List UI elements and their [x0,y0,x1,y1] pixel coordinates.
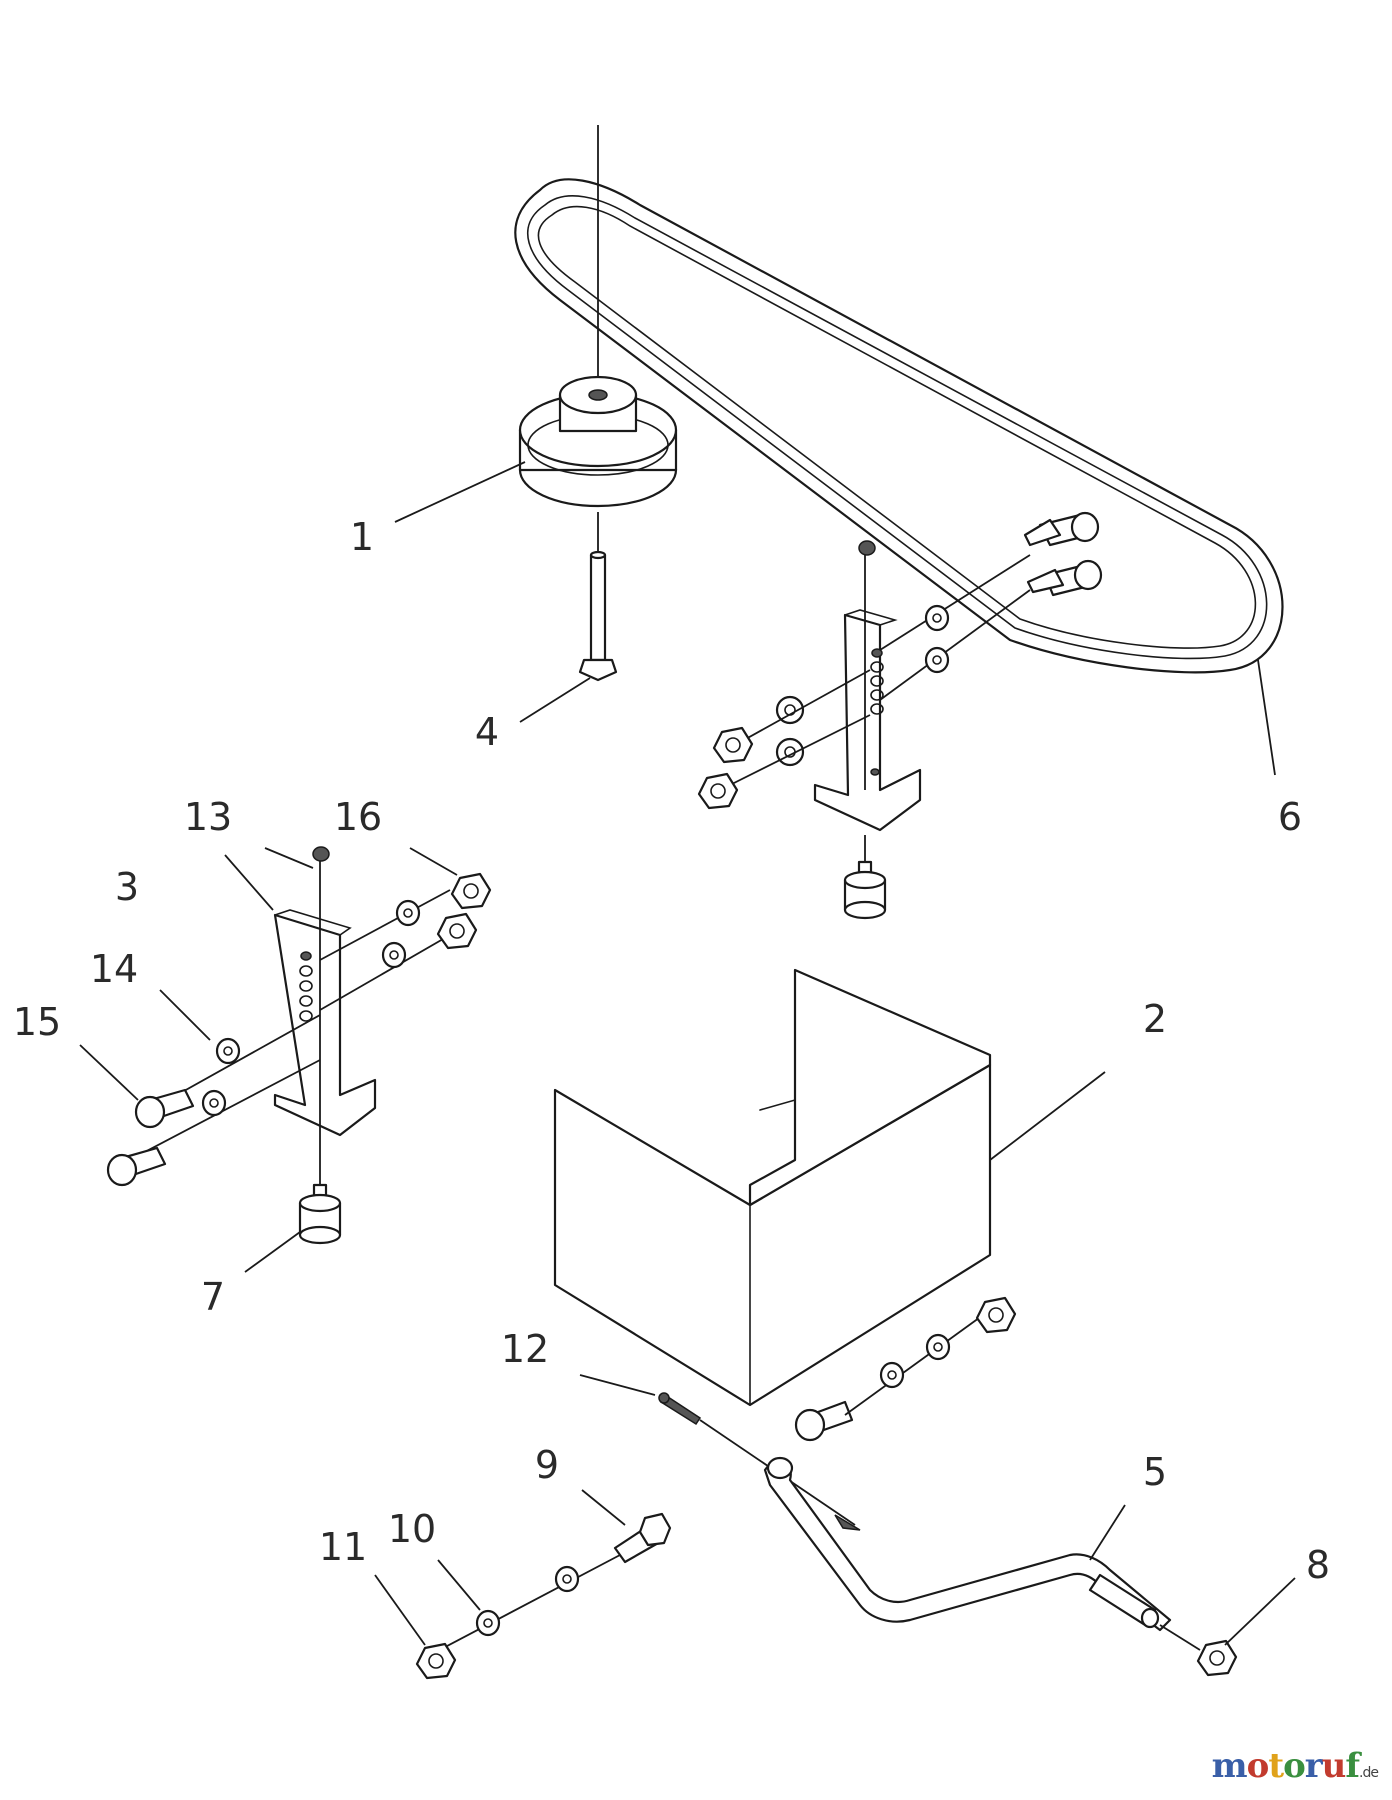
right-nut-axis-2 [719,714,871,791]
callout-11: 11 [319,1525,367,1569]
drive-belt [514,178,1284,674]
left-washers-right-side [381,899,421,969]
small-washers [475,1565,580,1637]
callout-4: 4 [475,710,499,754]
callout-9: 9 [535,1443,559,1487]
right-nuts [697,726,754,810]
callout-5: 5 [1143,1450,1167,1494]
guard-nut [975,1296,1017,1334]
callout-16: 16 [334,795,382,839]
motor-bracket-left [273,909,377,1137]
right-washers [775,604,950,767]
direction-arrow [834,1514,861,1531]
right-lower-bolt-axis [879,589,1031,701]
watermark-letter: o [1283,1746,1306,1786]
callout-13: 13 [184,795,232,839]
rubber-mount-left [298,1183,342,1245]
crank-nut [1196,1639,1238,1677]
right-bolt-upper [1023,511,1100,547]
watermark-letter: u [1321,1746,1347,1786]
callout-15: 15 [13,1000,61,1044]
left-set-screw [312,846,330,862]
pulley [518,375,678,508]
right-bolt-lower [1026,559,1103,597]
crank-nut-axis [1159,1624,1201,1651]
callout-10: 10 [388,1507,436,1551]
long-bolt [578,550,618,682]
callout-2: 2 [1143,997,1167,1041]
callout-labels: 1 2 3 4 5 6 7 8 9 10 11 12 13 14 15 16 [13,515,1330,1587]
belt-guard [553,968,992,1407]
rubber-mount-right [843,860,887,920]
callout-6: 6 [1278,795,1302,839]
callout-14: 14 [90,947,138,991]
watermark-letter: r [1304,1746,1323,1786]
small-nut [415,1642,457,1680]
small-bolt [613,1512,672,1564]
motor-bracket-right [813,609,922,832]
callout-12: 12 [501,1327,549,1371]
left-bolt-lower [106,1146,167,1187]
guard-washers [879,1333,951,1389]
watermark-letter: o [1246,1746,1270,1786]
guard-bolt [794,1400,854,1442]
motoruf-watermark: motoruf.de [1211,1746,1379,1786]
watermark-letter: m [1211,1746,1248,1786]
watermark-letter: t [1268,1746,1284,1786]
cotter-pin [658,1392,702,1426]
left-nuts [436,872,492,950]
guard-bolt-axis [844,1309,991,1416]
callout-7: 7 [201,1275,225,1319]
right-nut-axis-1 [734,669,871,746]
right-upper-bolt-axis [879,554,1031,651]
watermark-letter: f [1345,1746,1360,1786]
callout-8: 8 [1306,1543,1330,1587]
left-nut-axis-1 [319,889,451,961]
left-bolt-upper [134,1088,195,1129]
callout-1: 1 [350,515,374,559]
leader-lines [79,461,1296,1646]
left-washers-left-side [201,1037,241,1117]
watermark-suffix: .de [1359,1765,1379,1781]
small-bolt-axis [429,1554,621,1656]
callout-3: 3 [115,865,139,909]
crank-shaft [763,1456,1172,1632]
right-set-screw [858,540,876,556]
left-nut-axis-2 [319,934,451,1011]
